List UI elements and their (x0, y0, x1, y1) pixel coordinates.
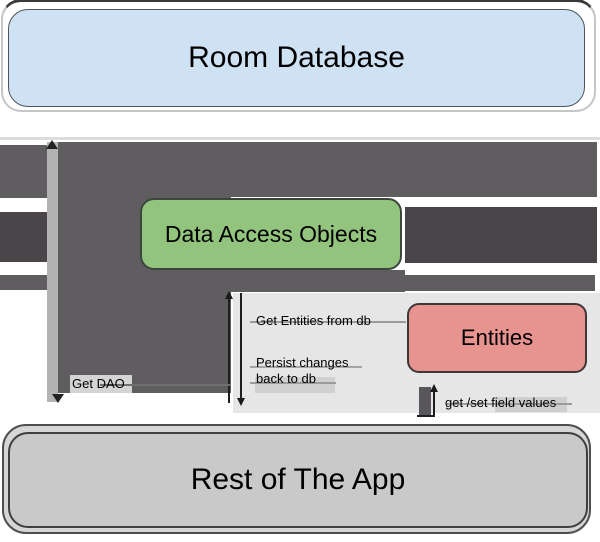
entities-node: Entities (407, 303, 587, 373)
get-set-arrow-bar (419, 387, 431, 416)
arrowhead-down-icon (237, 398, 245, 406)
entities-label: Entities (460, 325, 534, 350)
artifact-line (447, 403, 572, 405)
arrow-block-right-dark-band (405, 207, 597, 263)
arrowhead-up-icon (46, 140, 58, 149)
arrow-block-below-dao (231, 270, 405, 292)
arrowhead-up-icon (430, 384, 438, 392)
artifact-line (250, 321, 406, 323)
arrow-block-left-top (0, 145, 47, 198)
artifact-chip (255, 377, 335, 393)
artifact-line (100, 384, 231, 386)
artifact-line (250, 366, 362, 368)
arrow-block-left-middle (0, 212, 47, 262)
arrowhead-up-icon (225, 291, 233, 299)
top-outer-frame (1, 0, 596, 112)
room-database-label: Room Database (188, 41, 405, 74)
artifact-line (0, 137, 600, 140)
persist-changes-edge-label: Persist changes back to db (256, 355, 349, 386)
get-set-field-values-edge-label: get /set field values (445, 395, 557, 410)
rest-of-app-label: Rest of The App (190, 463, 406, 496)
artifact-line (250, 382, 336, 384)
room-database-node: Room Database (8, 9, 585, 107)
get-dao-edge-label: Get DAO (72, 376, 125, 391)
get-set-arrow-line (433, 388, 435, 416)
dao-entities-arrow-line-down (240, 293, 242, 400)
arrowhead-down-icon (52, 394, 64, 403)
rest-of-app-node: Rest of The App (8, 432, 588, 528)
arrow-block-right-band (405, 275, 595, 291)
get-set-arrow-tick (417, 415, 435, 417)
get-entities-edge-label: Get Entities from db (256, 313, 371, 328)
dao-entities-arrow-line-up (228, 296, 230, 403)
arrow-block-left-bottom (0, 275, 47, 290)
data-access-objects-node: Data Access Objects (140, 198, 402, 270)
data-access-objects-label: Data Access Objects (164, 220, 378, 247)
get-dao-arrow-track (47, 142, 58, 402)
